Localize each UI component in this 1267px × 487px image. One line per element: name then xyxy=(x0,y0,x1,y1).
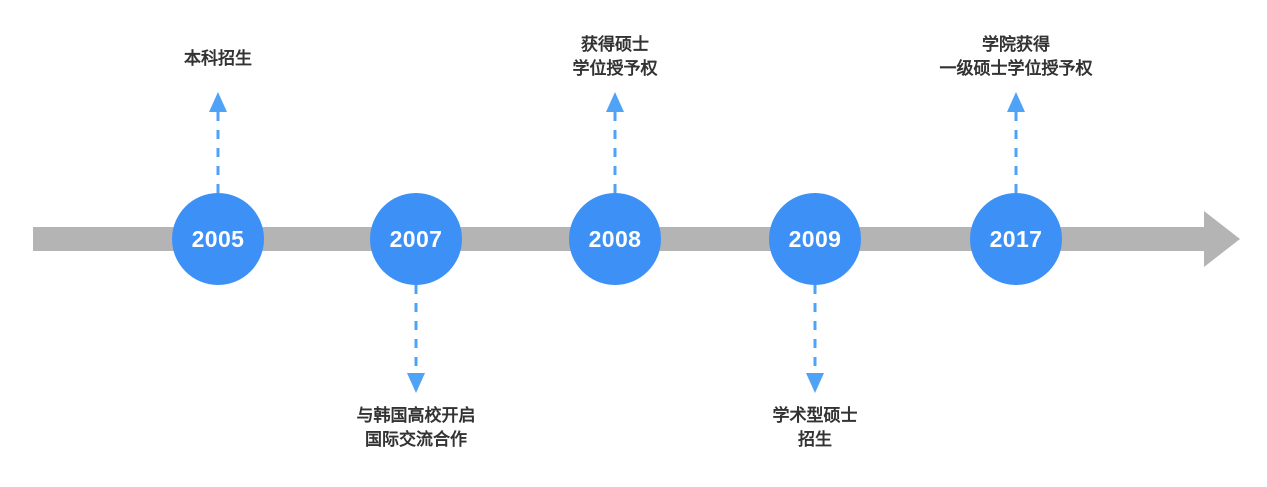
milestone-year-label: 2008 xyxy=(588,225,642,252)
event-label-line: 招生 xyxy=(798,430,832,450)
event-label-line: 学院获得 xyxy=(982,35,1050,54)
event-label-line: 与韩国高校开启 xyxy=(356,406,476,425)
milestone-year-label: 2009 xyxy=(788,225,842,252)
milestone-node-2005[interactable]: 2005 xyxy=(172,193,264,285)
milestone-node-2009[interactable]: 2009 xyxy=(769,193,861,285)
milestone-year-label: 2005 xyxy=(191,225,245,252)
milestone-node-2007[interactable]: 2007 xyxy=(370,193,462,285)
event-label-line: 一级硕士学位授予权 xyxy=(939,59,1093,79)
event-label-line: 学术型硕士 xyxy=(772,406,858,425)
event-label-2017: 学院获得一级硕士学位授予权 xyxy=(940,33,1093,81)
milestone-year-label: 2017 xyxy=(989,225,1043,252)
event-label-line: 学位授予权 xyxy=(572,59,658,79)
arrow-down-icon-2009 xyxy=(806,373,824,393)
arrow-down-icon-2007 xyxy=(407,373,425,393)
event-label-line: 本科招生 xyxy=(184,49,252,68)
event-label-2007: 与韩国高校开启国际交流合作 xyxy=(357,404,476,452)
arrow-up-icon-2017 xyxy=(1007,92,1025,112)
connector-arrows xyxy=(209,92,1025,393)
milestone-year-label: 2007 xyxy=(389,225,443,252)
event-label-2005: 本科招生 xyxy=(184,47,252,71)
arrow-up-icon-2008 xyxy=(606,92,624,112)
event-label-line: 获得硕士 xyxy=(581,35,649,54)
event-label-line: 国际交流合作 xyxy=(365,430,467,450)
milestone-node-2017[interactable]: 2017 xyxy=(970,193,1062,285)
milestone-node-2008[interactable]: 2008 xyxy=(569,193,661,285)
arrow-up-icon-2005 xyxy=(209,92,227,112)
event-label-2008: 获得硕士学位授予权 xyxy=(573,33,658,81)
event-label-2009: 学术型硕士招生 xyxy=(773,404,858,452)
